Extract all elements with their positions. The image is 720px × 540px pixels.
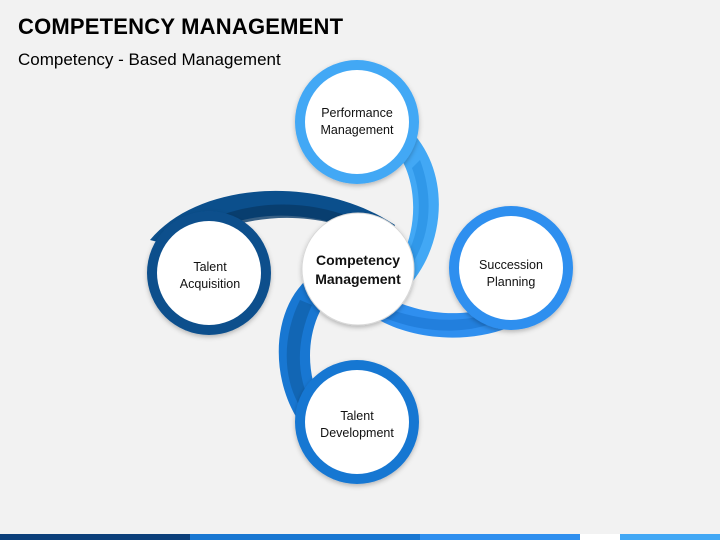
acquisition-arm-inner [205,204,380,240]
node-development [295,360,419,484]
acquisition-line2: Acquisition [179,277,241,291]
center-line2: Management [315,271,401,287]
footer-segment-white [580,534,620,540]
node-succession [449,206,573,330]
development-line2: Development [320,426,394,440]
performance-line1: Performance [321,106,393,120]
acquisition-arm [150,190,395,250]
footer-segment-mid [190,534,420,540]
development-line1: Talent [340,409,374,423]
performance-line2: Management [320,123,394,137]
succession-line2: Planning [486,275,536,289]
performance-arm [390,125,439,290]
footer-segment-light [620,534,720,540]
footer-segment-dark [0,534,190,540]
center-node [301,212,415,326]
node-performance [295,60,419,184]
development-arm [278,270,340,445]
footer-segment-blue [420,534,580,540]
succession-line1: Succession [479,258,543,272]
acquisition-line1: Talent [193,260,227,274]
page-subtitle: Competency - Based Management [18,50,281,69]
page-title: COMPETENCY MANAGEMENT [18,14,344,39]
development-arm-inner [286,300,318,420]
footer-bar [0,534,720,540]
node-acquisition [147,211,271,335]
center-line1: Competency [315,252,401,268]
performance-arm-inner [402,160,429,270]
